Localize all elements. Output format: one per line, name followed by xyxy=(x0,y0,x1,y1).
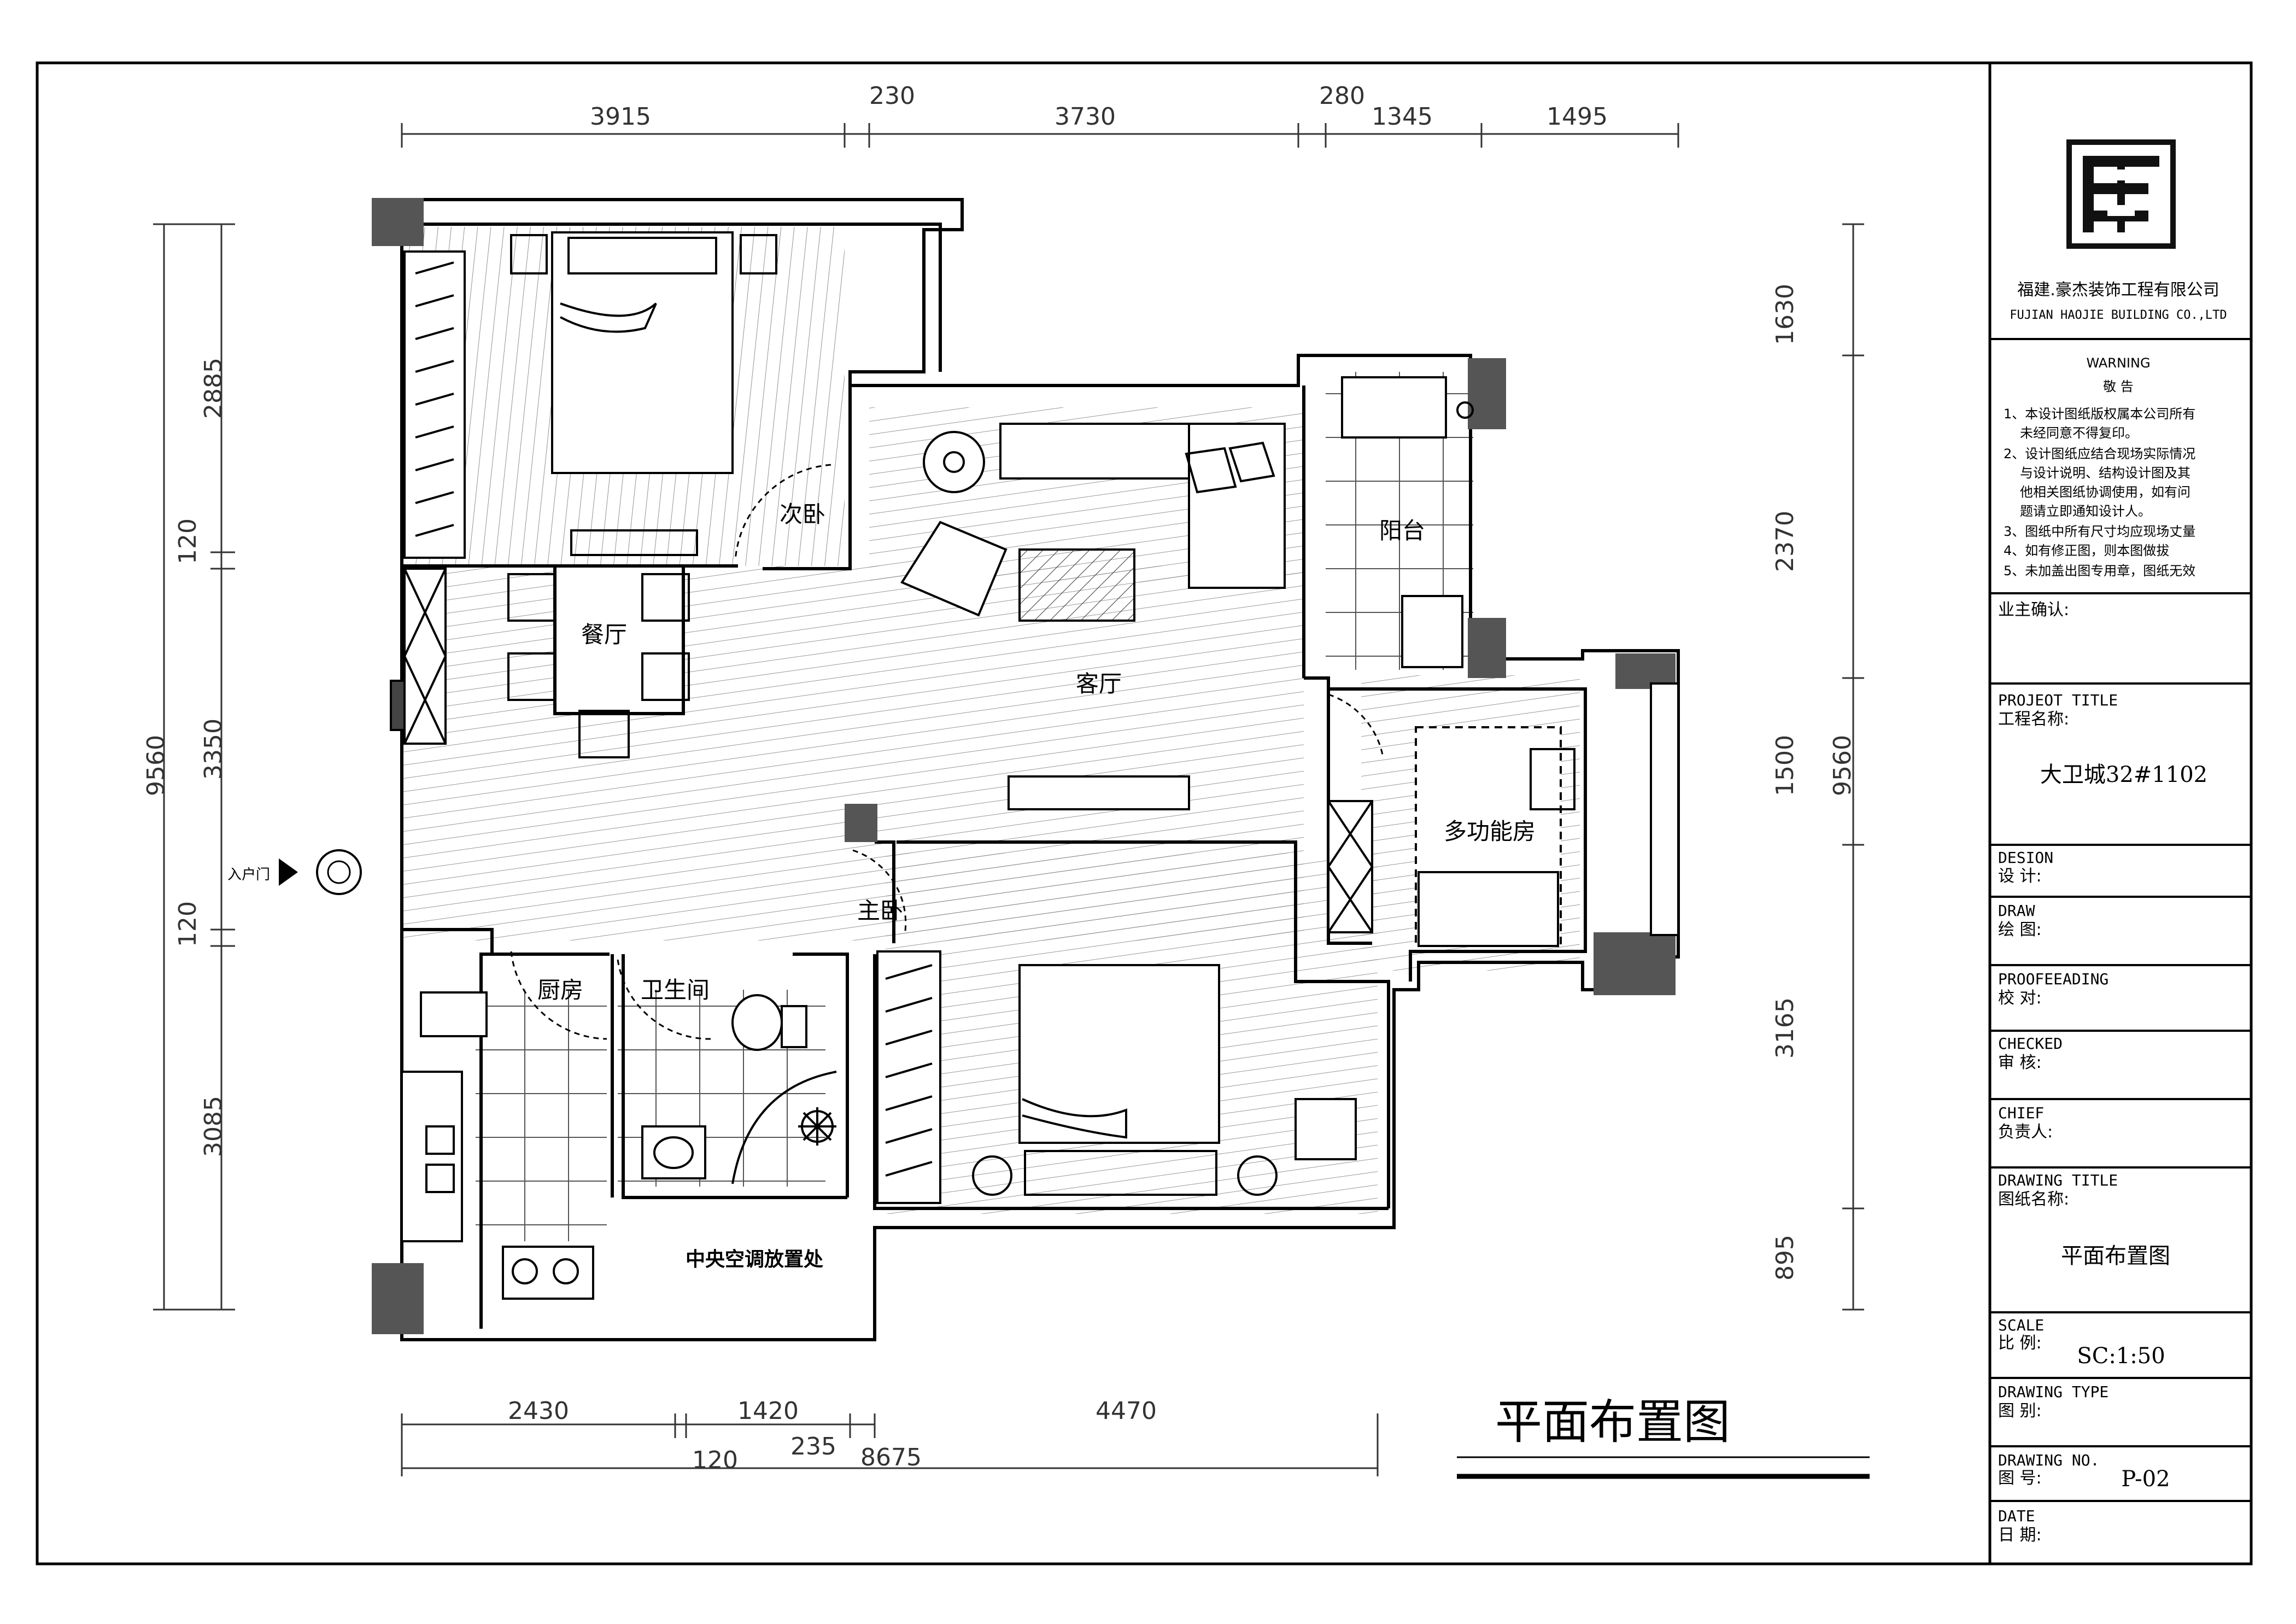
project-title-en: PROJEOT TITLE xyxy=(1998,691,2118,709)
drawing-no-cn: 图 号: xyxy=(1998,1469,2042,1488)
living-sofa-set xyxy=(900,423,1286,810)
draw-label-cn: 绘 图: xyxy=(1998,920,2042,939)
room-label-multi: 多功能房 xyxy=(1444,818,1536,845)
kitchen-fixtures xyxy=(401,991,594,1300)
proofreading-label-cn: 校 对: xyxy=(1998,989,2042,1008)
room-label-balcony: 阳台 xyxy=(1379,517,1425,544)
checked-label-en: CHECKED xyxy=(1998,1035,2063,1053)
master-bedroom-bed xyxy=(972,964,1278,1196)
chief-label-cn: 负责人: xyxy=(1998,1123,2053,1142)
dim-top-1: 3915 xyxy=(590,103,651,131)
dim-top-2: 230 xyxy=(869,82,915,110)
proofreading-label-en: PROOFEEADING xyxy=(1998,970,2108,988)
dim-bottom-2: 1420 xyxy=(737,1397,799,1425)
warning-line-2: 未经同意不得复印。 xyxy=(2020,425,2138,441)
dim-left-2: 120 xyxy=(174,518,202,564)
drawing-title-en: DRAWING TITLE xyxy=(1998,1171,2118,1189)
door-swings xyxy=(510,464,1384,1040)
multi-room-furniture xyxy=(1327,682,1679,947)
dining-table xyxy=(507,564,690,758)
company-name-cn: 福建.豪杰装饰工程有限公司 xyxy=(2017,281,2219,300)
dim-top-4: 280 xyxy=(1319,82,1365,110)
scale-value: SC:1:50 xyxy=(2077,1343,2165,1369)
design-label-en: DESION xyxy=(1998,849,2053,867)
dim-left-4: 120 xyxy=(174,901,202,947)
bathroom-fixtures xyxy=(641,994,837,1184)
drawing-no-en: DRAWING NO. xyxy=(1998,1451,2099,1469)
room-label-master-bedroom: 主卧 xyxy=(857,897,903,924)
dim-left-3: 3350 xyxy=(200,718,227,780)
secondary-bedroom-bed xyxy=(510,231,777,556)
dim-right-1: 1630 xyxy=(1771,284,1799,345)
draw-label-en: DRAW xyxy=(1998,902,2035,920)
project-title-value: 大卫城32#1102 xyxy=(2040,762,2207,787)
dim-bottom-6: 8675 xyxy=(860,1444,922,1471)
dim-top-6: 1495 xyxy=(1547,103,1608,131)
warning-line-8: 4、如有修正图，则本图做拔 xyxy=(2004,543,2169,558)
plan-title: 平面布置图 xyxy=(1495,1395,1730,1450)
design-label-cn: 设 计: xyxy=(1998,867,2042,886)
room-label-dining: 餐厅 xyxy=(581,621,627,648)
dim-top-5: 1345 xyxy=(1372,103,1433,131)
dim-right-5: 895 xyxy=(1771,1235,1799,1281)
room-labels: 次卧 餐厅 客厅 阳台 多功能房 主卧 厨房 卫生间 中央空调放置处 入户门 xyxy=(227,501,1536,1271)
warning-title-en: WARNING xyxy=(2086,355,2150,371)
dim-left-5: 3085 xyxy=(200,1096,227,1157)
room-label-bathroom: 卫生间 xyxy=(641,977,710,1003)
drawing-type-cn: 图 别: xyxy=(1998,1401,2042,1421)
drawing-no-value: P-02 xyxy=(2121,1467,2170,1492)
chief-label-en: CHIEF xyxy=(1998,1104,2044,1122)
project-title-cn: 工程名称: xyxy=(1998,710,2069,729)
dining-sideboard xyxy=(390,568,447,745)
walls xyxy=(400,198,1680,1341)
dim-right-3: 1500 xyxy=(1771,735,1799,796)
dimension-labels: 3915 230 3730 280 1345 1495 2430 1420 44… xyxy=(142,82,1856,1474)
drawing-title-cn: 图纸名称: xyxy=(1998,1190,2069,1209)
dim-left-6: 9560 xyxy=(142,735,170,796)
secondary-bedroom-wardrobe xyxy=(403,250,466,559)
dim-right-2: 2370 xyxy=(1771,511,1799,572)
warning-title-cn: 敬 告 xyxy=(2103,379,2134,394)
room-label-kitchen: 厨房 xyxy=(537,977,583,1003)
scale-label-cn: 比 例: xyxy=(1998,1334,2042,1353)
title-block: 福建.豪杰装饰工程有限公司 FUJIAN HAOJIE BUILDING CO.… xyxy=(1990,139,2251,1545)
warning-line-1: 1、本设计图纸版权属本公司所有 xyxy=(2004,406,2195,422)
dim-left-1: 2885 xyxy=(200,358,227,419)
dim-right-6: 9560 xyxy=(1829,735,1856,796)
dim-bottom-3: 4470 xyxy=(1096,1397,1157,1425)
drawing-title-value: 平面布置图 xyxy=(2061,1243,2170,1269)
master-bedroom-wardrobe xyxy=(876,950,1357,1204)
dim-bottom-1: 2430 xyxy=(508,1397,569,1425)
company-logo xyxy=(2066,139,2176,249)
entrance-marker xyxy=(279,849,362,895)
scale-label-en: SCALE xyxy=(1998,1316,2044,1334)
dim-bottom-5: 235 xyxy=(790,1433,836,1461)
drawing-type-en: DRAWING TYPE xyxy=(1998,1383,2108,1401)
company-name-en: FUJIAN HAOJIE BUILDING CO.,LTD xyxy=(2010,308,2227,322)
dimension-lines xyxy=(153,123,1864,1476)
room-label-ac-area: 中央空调放置处 xyxy=(686,1248,823,1271)
checked-label-cn: 审 核: xyxy=(1998,1053,2042,1072)
warning-line-6: 题请立即通知设计人。 xyxy=(2020,504,2151,519)
dim-right-4: 3165 xyxy=(1771,997,1799,1059)
date-label-en: DATE xyxy=(1998,1507,2035,1525)
date-label-cn: 日 期: xyxy=(1998,1526,2042,1545)
room-label-living: 客厅 xyxy=(1076,670,1122,697)
warning-line-4: 与设计说明、结构设计图及其 xyxy=(2020,465,2190,481)
sheet-border xyxy=(36,61,2253,1565)
owner-confirm-label: 业主确认: xyxy=(1998,600,2069,620)
room-label-secondary-bedroom: 次卧 xyxy=(780,501,825,528)
warning-line-5: 他相关图纸协调使用，如有问 xyxy=(2020,484,2190,500)
dim-top-3: 3730 xyxy=(1055,103,1116,131)
warning-line-9: 5、未加盖出图专用章，图纸无效 xyxy=(2004,563,2195,579)
warning-line-7: 3、图纸中所有尺寸均应现场丈量 xyxy=(2004,524,2195,539)
room-label-entrance: 入户门 xyxy=(227,867,270,883)
warning-line-3: 2、设计图纸应结合现场实际情况 xyxy=(2004,446,2195,462)
dim-bottom-4: 120 xyxy=(692,1446,738,1474)
balcony-fixtures xyxy=(1341,376,1474,668)
